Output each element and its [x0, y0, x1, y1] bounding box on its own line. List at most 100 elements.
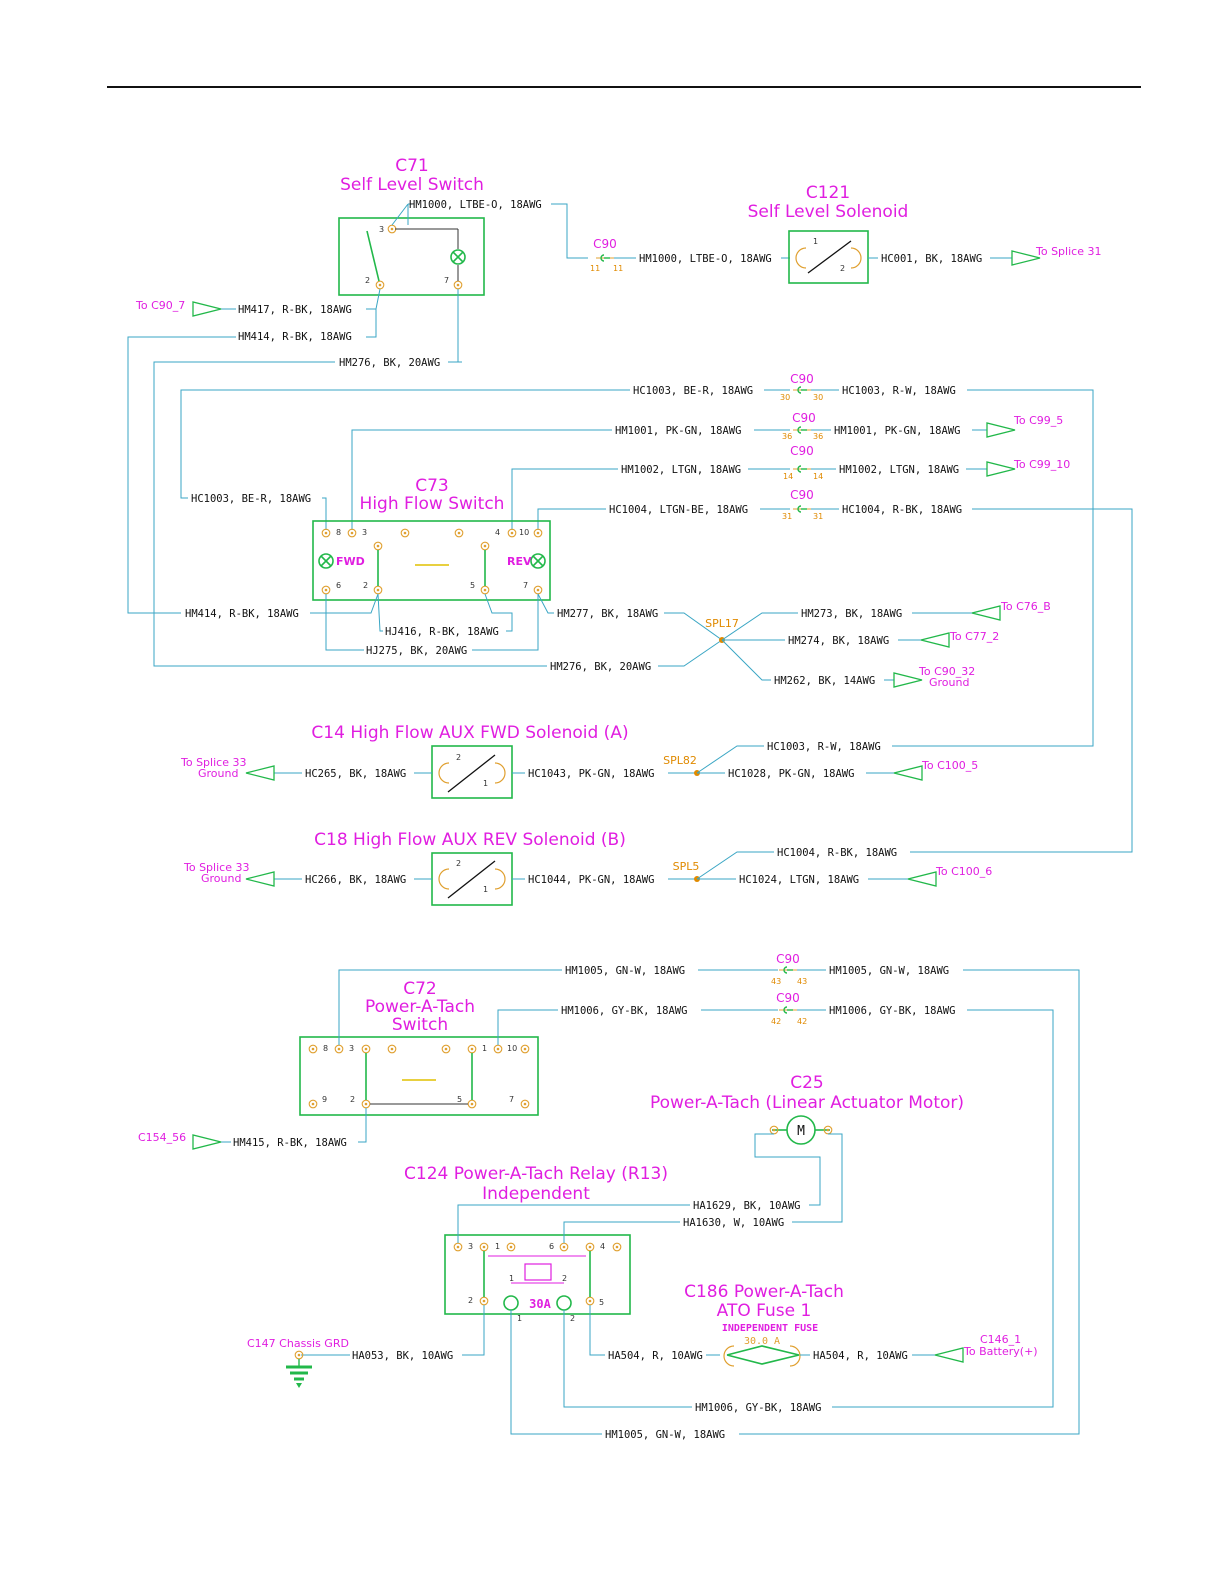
ref-splice31: To Splice 31: [1035, 245, 1101, 258]
wire-hc1024: HC1024, LTGN, 18AWG: [739, 874, 859, 886]
ref-battery: To Battery(+): [963, 1345, 1038, 1358]
svg-text:2: 2: [468, 1296, 473, 1305]
svg-text:14: 14: [813, 472, 823, 481]
svg-text:3: 3: [468, 1242, 473, 1251]
ref-c99-10: To C99_10: [1013, 458, 1070, 471]
svg-text:2: 2: [840, 264, 845, 273]
wire-hm1001-r: HM1001, PK-GN, 18AWG: [834, 425, 960, 437]
c186-name-2: ATO Fuse 1: [717, 1301, 812, 1321]
svg-text:42: 42: [797, 1017, 807, 1026]
c124-box: [444, 1234, 631, 1315]
svg-text:30: 30: [813, 393, 823, 402]
c121-id: C121: [806, 183, 850, 203]
c121-name: Self Level Solenoid: [748, 202, 909, 222]
c71-self-level-switch: C71 Self Level Switch 3 2 7: [338, 156, 485, 296]
wire-hc1003-bl2: HC1003, BE-R, 18AWG: [191, 493, 311, 505]
svg-text:C90: C90: [790, 372, 814, 386]
c90-connector-11: C90 11 11 HM1000, LTBE-O, 18AWG: [590, 237, 790, 273]
svg-text:6: 6: [336, 581, 341, 590]
c124-wiring: HA1629, BK, 10AWG HA1630, W, 10AWG HA053…: [301, 1200, 821, 1441]
c72-wiring: HM1005, GN-W, 18AWG C90 43 43 HM1005, GN…: [138, 952, 1080, 1435]
c90-label-11: C90: [593, 237, 617, 251]
c14-fwd-solenoid: C14 High Flow AUX FWD Solenoid (A) 2 1 T…: [180, 723, 978, 799]
ref-c100-6: To C100_6: [935, 865, 992, 878]
wire-hm1001-l: HM1001, PK-GN, 18AWG: [615, 425, 741, 437]
ref-c99-5: To C99_5: [1013, 414, 1063, 427]
wire-hc1003-r: HC1003, R-W, 18AWG: [842, 385, 956, 397]
c124-name-2: Independent: [482, 1184, 590, 1204]
c71-lamp-icon: [450, 249, 466, 265]
c71-wiring: HM1000, LTBE-O, 18AWG HM417, R-BK, 18AWG…: [127, 199, 588, 667]
svg-text:1: 1: [483, 885, 488, 894]
svg-text:2: 2: [456, 859, 461, 868]
svg-text:C90: C90: [792, 411, 816, 425]
ref-c76-b: To C76_B: [1000, 600, 1051, 613]
svg-text:5: 5: [599, 1298, 604, 1307]
svg-text:C90: C90: [776, 952, 800, 966]
c14-box: [431, 745, 513, 799]
c71-pin-7-label: 7: [444, 276, 449, 285]
svg-text:2: 2: [562, 1274, 567, 1283]
svg-text:1: 1: [483, 779, 488, 788]
c25-id: C25: [790, 1073, 824, 1093]
svg-text:1: 1: [517, 1314, 522, 1323]
c73-rev-label: REV: [507, 555, 532, 568]
c71-switch-blade: [366, 230, 380, 282]
wire-hc266: HC266, BK, 18AWG: [305, 874, 406, 886]
svg-text:1: 1: [509, 1274, 514, 1283]
wire-hm1005-l: HM1005, GN-W, 18AWG: [565, 965, 685, 977]
svg-text:7: 7: [523, 581, 528, 590]
svg-text:11: 11: [590, 264, 600, 273]
c71-pin-3-label: 3: [379, 225, 384, 234]
wire-hm414-b: HM414, R-BK, 18AWG: [185, 608, 299, 620]
c18-rev-solenoid: C18 High Flow AUX REV Solenoid (B) 2 1 T…: [183, 830, 992, 906]
svg-text:1: 1: [495, 1242, 500, 1251]
c73-upper-wiring: HC1003, BE-R, 18AWG C90 30 30 HC1003, R-…: [180, 372, 1133, 853]
svg-text:8: 8: [336, 528, 341, 537]
c71-name: Self Level Switch: [340, 175, 484, 195]
wire-ha1629: HA1629, BK, 10AWG: [693, 1200, 800, 1212]
wire-hc265: HC265, BK, 18AWG: [305, 768, 406, 780]
c71-pin-7-icon: [453, 280, 463, 290]
wire-hm415: HM415, R-BK, 18AWG: [233, 1137, 347, 1149]
wire-hm1002-l: HM1002, LTGN, 18AWG: [621, 464, 741, 476]
svg-text:5: 5: [457, 1095, 462, 1104]
splice-spl17: SPL17 HM273, BK, 18AWG To C76_B HM274, B…: [705, 600, 1051, 689]
svg-text:43: 43: [797, 977, 807, 986]
c124-relay-coil-icon: [524, 1263, 552, 1281]
c73-id: C73: [415, 476, 449, 496]
svg-text:3: 3: [362, 528, 367, 537]
wire-hc1004-rb2: HC1004, R-BK, 18AWG: [777, 847, 897, 859]
ref-c146-1: C146_1: [980, 1333, 1021, 1346]
c147-name: C147 Chassis GRD: [247, 1337, 349, 1350]
svg-text:4: 4: [600, 1242, 605, 1251]
svg-text:C90: C90: [790, 488, 814, 502]
svg-text:2: 2: [456, 753, 461, 762]
c73-fwd-label: FWD: [336, 555, 365, 568]
c71-pin-2-icon: [375, 280, 385, 290]
wire-ha053: HA053, BK, 10AWG: [352, 1350, 453, 1362]
c25-name: Power-A-Tach (Linear Actuator Motor): [650, 1093, 964, 1113]
svg-text:9: 9: [322, 1095, 327, 1104]
wire-hm274: HM274, BK, 18AWG: [788, 635, 889, 647]
c124-terminal-2-icon: [556, 1295, 572, 1311]
c90-connector-icon: [595, 254, 615, 262]
c186-ato-fuse: C186 Power-A-Tach ATO Fuse 1 INDEPENDENT…: [684, 1282, 1038, 1367]
c147-chassis-ground: C147 Chassis GRD: [247, 1337, 349, 1388]
wire-hm1006-l: HM1006, GY-BK, 18AWG: [561, 1005, 687, 1017]
c124-name-1: C124 Power-A-Tach Relay (R13): [404, 1164, 668, 1184]
wire-hm276-a: HM276, BK, 20AWG: [339, 357, 440, 369]
svg-text:5: 5: [470, 581, 475, 590]
wire-ha1630: HA1630, W, 10AWG: [683, 1217, 784, 1229]
svg-text:36: 36: [782, 432, 792, 441]
wire-hc1004-r: HC1004, R-BK, 18AWG: [842, 504, 962, 516]
wire-ha504-l: HA504, R, 10AWG: [608, 1350, 703, 1362]
c73-name: High Flow Switch: [360, 494, 505, 514]
wire-ha504-r: HA504, R, 10AWG: [813, 1350, 908, 1362]
wire-hc1004-l: HC1004, LTGN-BE, 18AWG: [609, 504, 748, 516]
svg-text:42: 42: [771, 1017, 781, 1026]
wire-hc001: HC001, BK, 18AWG: [881, 253, 982, 265]
spl5-label: SPL5: [673, 860, 700, 873]
c186-note: INDEPENDENT FUSE: [722, 1323, 818, 1334]
